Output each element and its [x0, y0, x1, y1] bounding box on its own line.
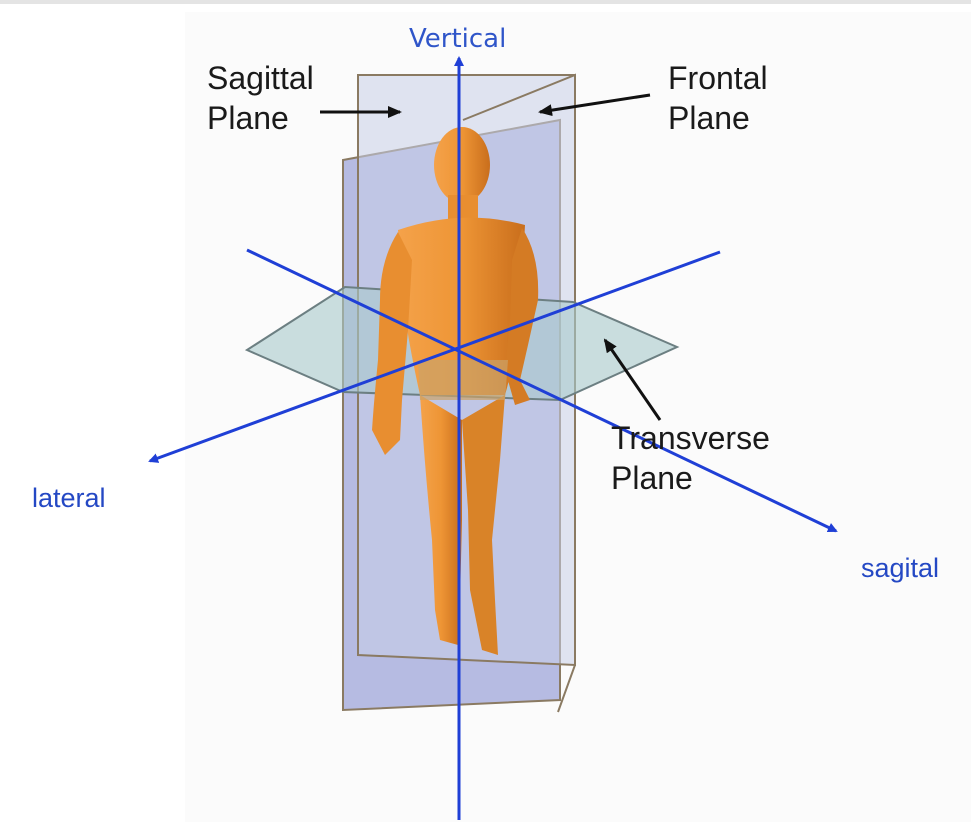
frontal-arrow	[538, 93, 651, 117]
lateral-axis	[148, 250, 721, 463]
transverse-label-line1: Transverse	[611, 420, 770, 456]
lateral-axis-label: lateral	[32, 483, 106, 513]
transverse-label-line2: Plane	[611, 460, 693, 496]
sagittal-label-line1: Sagittal	[207, 60, 314, 96]
sagittal-label-line2: Plane	[207, 100, 289, 136]
frontal-label-line2: Plane	[668, 100, 750, 136]
human-body-figure	[372, 127, 539, 655]
vertical-axis-label: Vertical	[409, 24, 506, 54]
transverse-arrow	[603, 338, 662, 421]
image-background	[185, 12, 971, 822]
sagital-axis-label: sagital	[861, 553, 939, 583]
top-border	[0, 0, 971, 4]
frontal-label-line1: Frontal	[668, 60, 768, 96]
sagital-axis	[246, 248, 838, 533]
